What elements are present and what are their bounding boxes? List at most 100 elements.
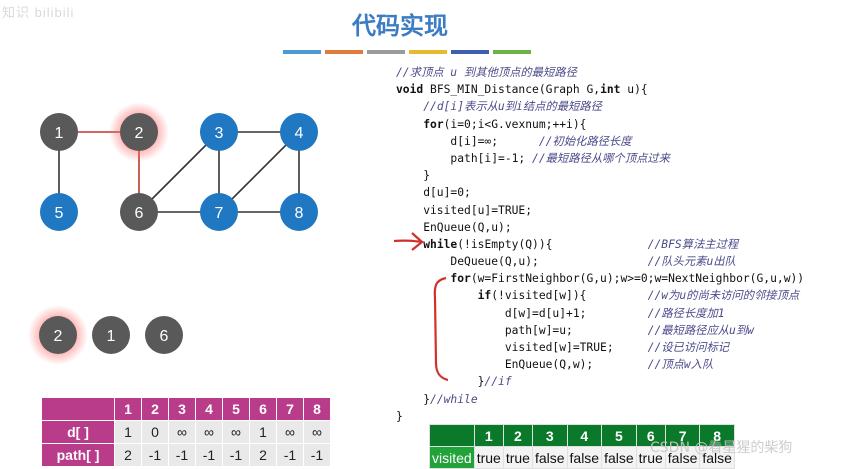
row-header: path[ ] — [41, 443, 115, 467]
code-line: //求顶点 u 到其他顶点的最短路径 — [396, 66, 577, 79]
table-cell: 0 — [141, 420, 169, 444]
table-cell: -1 — [168, 443, 196, 467]
node-circle — [200, 193, 238, 231]
node-label: 4 — [295, 125, 304, 142]
hand-drawn-annotations — [393, 232, 448, 382]
column-header: 2 — [141, 397, 169, 421]
table-cell: -1 — [276, 443, 304, 467]
code-line: EnQueue(Q,u); — [396, 220, 512, 234]
table-cell: -1 — [141, 443, 169, 467]
graph-nodes: 1 2 3 4 5 6 7 8 — [40, 102, 318, 231]
node-label: 1 — [55, 125, 64, 142]
column-header: 7 — [276, 397, 304, 421]
color-bar — [367, 50, 405, 54]
code-line: d[u]=0; — [396, 186, 471, 200]
code-line: path[w]=u; //最短路径应从u到w — [396, 323, 754, 337]
code-line: visited[u]=TRUE; — [396, 203, 533, 217]
node-label: 3 — [215, 125, 224, 142]
table-cell: false — [664, 446, 701, 469]
code-line: path[i]=-1; //最短路径从哪个顶点过来 — [396, 151, 670, 165]
code-line: while(!isEmpty(Q)){ //BFS算法主过程 — [423, 237, 739, 251]
graph-node-1: 1 — [40, 113, 78, 151]
color-bar — [325, 50, 363, 54]
table-cell: 2 — [114, 443, 142, 467]
code-line: for(w=FirstNeighbor(G,u);w>=0;w=NextNeig… — [450, 272, 805, 286]
queue-item: 6 — [145, 316, 183, 354]
table-cell: false — [699, 446, 735, 469]
table-cell: ∞ — [303, 420, 331, 444]
code-line: d[i]=∞; //初始化路径长度 — [396, 134, 632, 148]
code-line: void BFS_MIN_Distance(Graph G,int u){ — [396, 83, 648, 97]
red-brace-icon — [433, 276, 448, 382]
color-bar — [409, 50, 447, 54]
queue-nodes: 2 1 6 — [28, 305, 183, 365]
table-corner — [429, 424, 475, 447]
graph-node-2: 2 — [109, 102, 169, 162]
column-header: 6 — [249, 397, 277, 421]
node-label: 6 — [135, 205, 144, 222]
table-corner — [41, 397, 115, 421]
code-line: }//if — [396, 375, 512, 389]
title-color-bars — [283, 50, 531, 54]
node-label: 7 — [215, 205, 224, 222]
table-cell: ∞ — [276, 420, 304, 444]
node-circle — [39, 316, 77, 354]
table-cell: ∞ — [168, 420, 196, 444]
graph-node-7: 7 — [200, 193, 238, 231]
node-label: 8 — [295, 205, 304, 222]
graph-node-6: 6 — [120, 193, 158, 231]
graph-node-8: 8 — [280, 193, 318, 231]
queue-item: 1 — [92, 316, 130, 354]
graph-diagram: 1 2 3 4 5 6 7 8 — [40, 102, 318, 231]
column-header: 3 — [531, 424, 568, 447]
table-cell: -1 — [303, 443, 331, 467]
csdn-watermark: CSDN @看星猩的柴狗 — [650, 440, 793, 456]
red-arrow-head-icon — [411, 232, 424, 251]
code-block: //求顶点 u 到其他顶点的最短路径 void BFS_MIN_Distance(… — [396, 64, 851, 425]
graph-node-5: 5 — [40, 193, 78, 231]
graph-node-3: 3 — [200, 113, 238, 151]
bilibili-watermark: 知识 bilibili — [2, 5, 75, 20]
red-arrow-icon — [393, 239, 423, 244]
table-cell: 1 — [249, 420, 277, 444]
node-label: 2 — [54, 328, 63, 345]
code-line: for(i=0;i<G.vexnum;++i){ — [423, 117, 587, 131]
node-circle — [40, 113, 78, 151]
node-circle — [40, 193, 78, 231]
queue-diagram: 2 1 6 — [28, 305, 183, 365]
color-bar — [451, 50, 489, 54]
table-cell: ∞ — [195, 420, 223, 444]
node-label: 2 — [135, 125, 144, 142]
code-line: }//while — [396, 392, 478, 406]
code-line: } — [396, 409, 403, 423]
table-cell: false — [566, 446, 603, 469]
code-line: } — [396, 169, 431, 183]
node-circle — [120, 193, 158, 231]
node-circle — [120, 113, 158, 151]
table-cell: -1 — [195, 443, 223, 467]
table-cell: false — [531, 446, 568, 469]
node-circle — [280, 193, 318, 231]
node-label: 5 — [55, 205, 64, 222]
column-header: 2 — [502, 424, 533, 447]
column-header: 5 — [601, 424, 637, 447]
column-header: 5 — [222, 397, 250, 421]
column-header: 1 — [114, 397, 142, 421]
queue-item: 2 — [28, 305, 88, 365]
table-cell: false — [601, 446, 637, 469]
column-header: 1 — [473, 424, 504, 447]
code-line: d[w]=d[u]+1; //路径长度加1 — [396, 306, 725, 320]
table-cell: true — [502, 446, 533, 469]
row-header: d[ ] — [41, 420, 115, 444]
table-cell: ∞ — [222, 420, 250, 444]
code-line: if(!visited[w]){ //w为u的尚未访问的邻接顶点 — [477, 289, 800, 303]
code-line: EnQueue(Q,w); //顶点w入队 — [396, 358, 714, 372]
table-cell: true — [473, 446, 504, 469]
table-cell: 2 — [249, 443, 277, 467]
column-header: 4 — [195, 397, 223, 421]
node-label: 1 — [107, 328, 116, 345]
